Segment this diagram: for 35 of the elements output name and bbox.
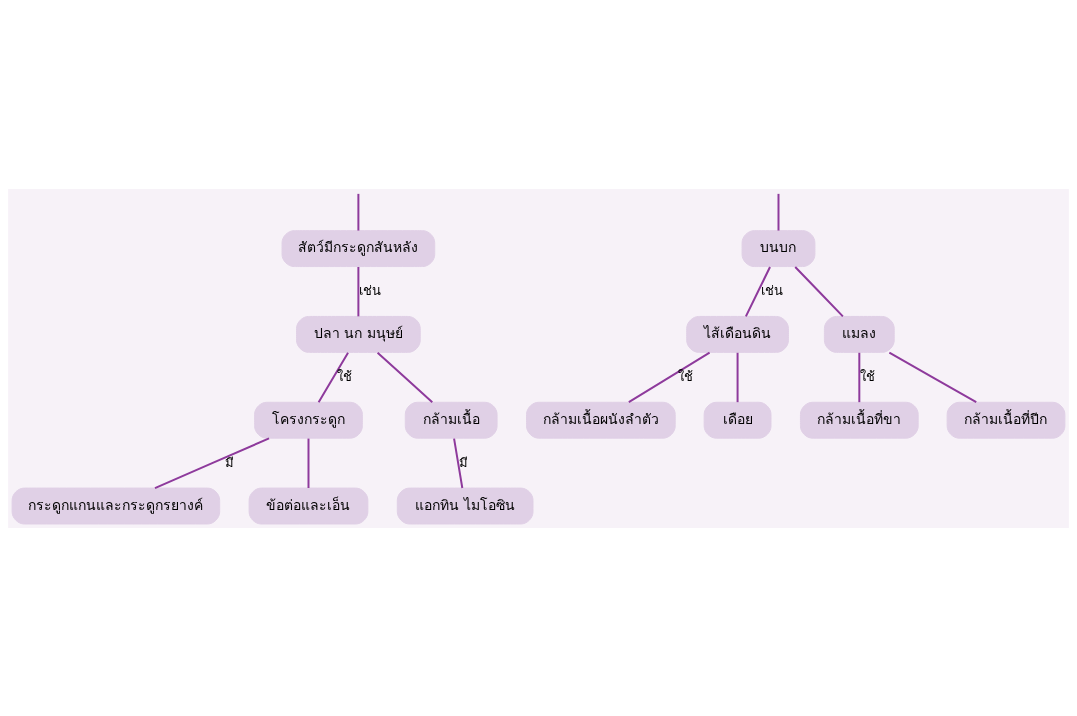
node-box: กล้ามเนื้อที่ขา (799, 401, 919, 439)
node-box: แมลง (823, 315, 895, 353)
connector (357, 192, 360, 232)
connector (777, 192, 780, 232)
node-box: ข้อต่อและเอ็น (248, 487, 369, 524)
node-box: ปลา นก มนุษย์ (296, 315, 421, 353)
node-box: โครงกระดูก (254, 401, 363, 439)
connector (888, 351, 978, 403)
connector (357, 265, 360, 317)
node-box: บนบก (741, 229, 816, 267)
connector (627, 351, 711, 403)
connector (376, 351, 434, 403)
connector (736, 351, 739, 403)
node-box: กล้ามเนื้อผนังลำตัว (526, 401, 676, 439)
edge-label: ใช้ (678, 368, 694, 384)
edge-label: เช่น (358, 282, 381, 298)
node-box: ไส้เดือนดิน (686, 315, 789, 353)
connector (453, 437, 464, 489)
edge-label: มี (459, 454, 469, 470)
edge-label: ใช้ (336, 368, 352, 384)
node-box: สัตว์มีกระดูกสันหลัง (281, 229, 436, 267)
node-box: กล้ามเนื้อ (404, 401, 498, 439)
connector (307, 437, 310, 489)
connector (744, 265, 771, 317)
node-box: กระดูกแกนและกระดูกรยางค์ (11, 487, 221, 524)
node-box: กล้ามเนื้อที่ปีก (946, 401, 1066, 439)
edge-label: เช่น (761, 282, 783, 298)
node-box: แอกทิน ไมโอซิน (396, 487, 534, 524)
node-box: เดือย (703, 401, 772, 439)
connector (153, 436, 271, 489)
connector (858, 351, 861, 403)
edge-label: มี (224, 454, 234, 470)
connector (317, 351, 350, 403)
connector (794, 265, 844, 317)
edge-label: ใช้ (859, 368, 875, 384)
